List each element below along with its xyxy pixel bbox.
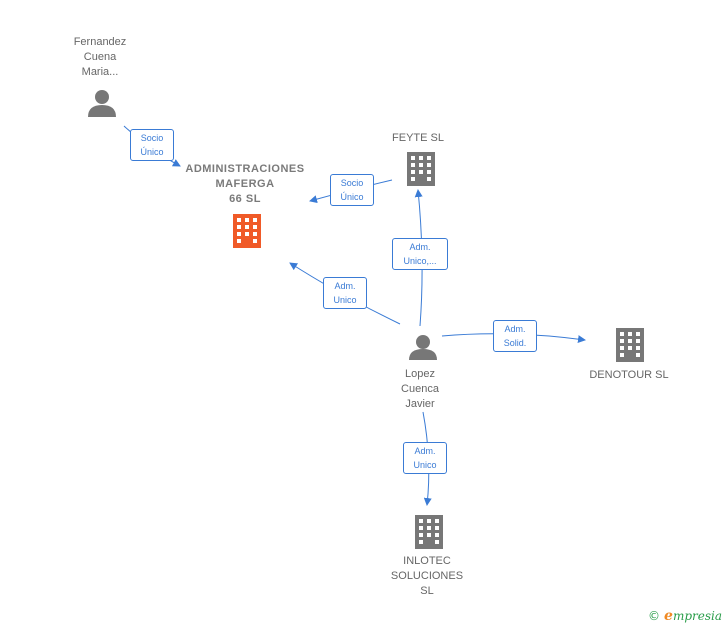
edge-label-lopez-denotour: Adm. Solid.	[493, 320, 537, 352]
edge-label-feyte-admin: Socio Único	[330, 174, 374, 206]
edge-label-fernandez-admin: Socio Único	[130, 129, 174, 161]
node-label-feyte[interactable]: FEYTE SL	[392, 132, 444, 144]
brand-name: mpresia	[672, 609, 722, 623]
person-icon	[409, 335, 437, 360]
node-label-denotour[interactable]: DENOTOUR SL	[589, 369, 669, 381]
node-label-lopez[interactable]: Lopez Cuenca Javier	[401, 368, 439, 410]
person-icon	[88, 90, 116, 117]
empresia-logo: ©empresia	[648, 608, 722, 624]
building-icon	[415, 515, 443, 549]
node-label-administraciones[interactable]: ADMINISTRACIONES MAFERGA 66 SL	[185, 163, 305, 205]
copyright-symbol: ©	[648, 609, 661, 623]
building-icon	[233, 214, 261, 248]
brand-initial: e	[664, 608, 673, 624]
edge-label-lopez-admin: Adm. Unico	[323, 277, 367, 309]
building-icon	[616, 328, 644, 362]
edge-label-lopez-feyte: Adm. Unico,...	[392, 238, 448, 270]
node-label-inlotec[interactable]: INLOTEC SOLUCIONES SL	[390, 555, 464, 597]
edge-label-lopez-inlotec: Adm. Unico	[403, 442, 447, 474]
node-label-fernandez[interactable]: Fernandez Cuena Maria...	[73, 36, 127, 78]
building-icon	[407, 152, 435, 186]
